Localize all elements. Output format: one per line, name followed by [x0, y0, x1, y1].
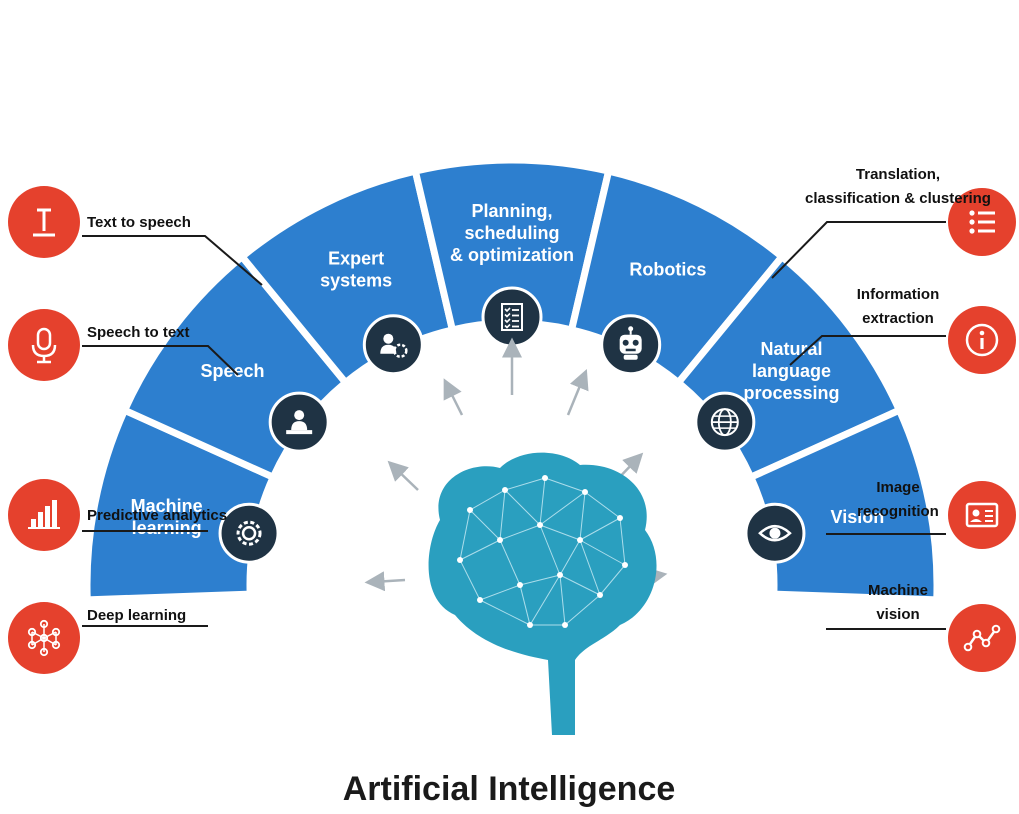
brain-network-node: [477, 597, 483, 603]
callout-predictive-analytics-badge: [8, 479, 80, 551]
callout-speech-to-text: Speech to text: [8, 309, 239, 381]
callout-image-recognition-badge: [948, 481, 1016, 549]
segment-vision: Vision: [744, 405, 941, 604]
segment-planning-label: Planning,scheduling& optimization: [450, 201, 574, 265]
text-cursor-icon: [33, 208, 55, 237]
segment-vision-label: Vision: [831, 507, 885, 527]
segment-speech-label: Speech: [200, 361, 264, 381]
brain-network-node: [537, 522, 543, 528]
callout-speech-to-text-label: Speech to text: [87, 324, 190, 341]
brain-network-node: [582, 489, 588, 495]
gear-icon: [236, 520, 262, 546]
segment-robotics-label: Robotics: [629, 259, 706, 279]
callout-predictive-analytics: Predictive analytics: [8, 479, 227, 551]
segment-vision-node: [744, 502, 806, 564]
callout-text-to-speech-label: Text to speech: [87, 214, 191, 231]
brain-network-node: [502, 487, 508, 493]
info-icon: [965, 323, 999, 357]
brain-network-node: [467, 507, 473, 513]
brain-network-node: [617, 515, 623, 521]
id-card-icon: [965, 502, 999, 528]
brain-network-lines: [459, 477, 626, 626]
checklist-icon: [501, 303, 523, 331]
arrow-connector: [443, 378, 464, 416]
segment-speech-node: [268, 391, 330, 453]
callout-speech-to-text-badge: [8, 309, 80, 381]
speaker-person-icon: [286, 410, 313, 435]
brain-network-icon: [428, 452, 657, 735]
brain-network-node: [497, 537, 503, 543]
brain-network-node: [542, 475, 548, 481]
segment-nlp-node: [694, 391, 756, 453]
brain-network-node: [527, 622, 533, 628]
line-graph-icon: [963, 624, 1001, 652]
list-icon: [969, 210, 995, 234]
callout-leader-line: [789, 335, 946, 366]
brain-network-node: [557, 572, 563, 578]
brain-network-node: [562, 622, 568, 628]
segment-machine-learning-node: [218, 502, 280, 564]
callout-leader-line: [771, 221, 946, 279]
callout-predictive-analytics-label: Predictive analytics: [87, 507, 227, 524]
eye-icon: [758, 524, 792, 542]
brain-network-node: [597, 592, 603, 598]
diagram-title: Artificial Intelligence: [343, 770, 676, 808]
person-gear-icon: [380, 333, 408, 358]
segment-planning-node: [481, 286, 543, 348]
callout-leader-line: [82, 235, 263, 286]
robot-icon: [619, 326, 642, 360]
brain-network-node: [577, 537, 583, 543]
segment-robotics-node: [600, 314, 662, 376]
segment-expert-systems-node: [362, 314, 424, 376]
brain-illustration: [428, 452, 657, 735]
bar-chart-icon: [28, 500, 60, 529]
arrow-connector: [566, 369, 589, 416]
neural-network-icon: [27, 619, 61, 657]
callout-deep-learning: Deep learning: [8, 602, 208, 674]
callout-translation-label: Translation,classification & clustering: [805, 166, 991, 207]
brain-network-node: [622, 562, 628, 568]
arrow-connector: [364, 571, 406, 592]
brain-network-node: [517, 582, 523, 588]
callout-translation: Translation,classification & clustering: [771, 166, 1016, 279]
arrow-connector: [387, 460, 419, 491]
brain-network-node: [457, 557, 463, 563]
globe-icon: [710, 408, 739, 437]
callout-text-to-speech: Text to speech: [8, 186, 263, 286]
callout-leader-line: [82, 345, 239, 376]
callout-deep-learning-label: Deep learning: [87, 607, 186, 624]
microphone-icon: [31, 327, 57, 364]
